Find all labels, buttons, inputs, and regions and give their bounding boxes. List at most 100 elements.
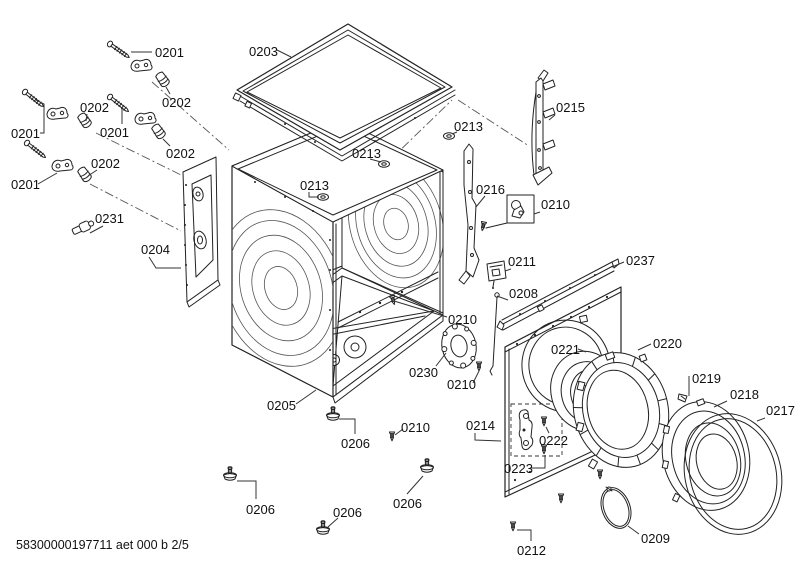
part-callout: 0211 xyxy=(508,254,536,269)
rear-bracket-0215 xyxy=(531,69,556,186)
screw-0212 xyxy=(509,521,517,532)
part-callout: 0209 xyxy=(641,531,670,546)
callout-leader xyxy=(472,370,480,384)
bolt-0201 xyxy=(22,138,48,161)
callout-leader xyxy=(85,113,88,122)
foot-0206 xyxy=(420,458,434,473)
part-callout: 0206 xyxy=(333,505,362,520)
grommet-0202 xyxy=(153,70,172,89)
callout-leader xyxy=(548,114,556,121)
screw-0210 xyxy=(475,361,483,372)
ring-segment-line xyxy=(631,357,636,367)
callout-leader xyxy=(35,99,45,134)
part-callout: 0201 xyxy=(11,177,40,192)
part-callout: 0205 xyxy=(267,398,296,413)
callout-leader xyxy=(533,211,541,215)
part-callout: 0214 xyxy=(466,418,495,433)
part-callout: 0213 xyxy=(454,119,483,134)
part-callout: 0213 xyxy=(352,146,381,161)
top-panel-0203 xyxy=(232,23,453,151)
door-hinge xyxy=(518,409,534,451)
screw-0210 xyxy=(388,431,396,442)
part-callout: 0202 xyxy=(166,146,195,161)
screw-0210 xyxy=(479,220,488,232)
ring-segment-line xyxy=(573,407,583,409)
callout-leader xyxy=(393,300,448,318)
bolt-0201 xyxy=(105,92,131,115)
part-callout: 0210 xyxy=(401,420,430,435)
callout-leader xyxy=(406,475,424,495)
callout-leader xyxy=(87,169,98,177)
callout-leader xyxy=(474,433,502,442)
document-id: 58300000197711 aet 000 b 2/5 xyxy=(16,538,189,552)
plug-0231 xyxy=(71,220,95,235)
part-callout: 0210 xyxy=(541,197,570,212)
part-callout: 0216 xyxy=(476,182,505,197)
pulley xyxy=(343,335,367,359)
ring-segment-line xyxy=(595,447,602,457)
part-callout: 0210 xyxy=(448,312,477,327)
part-callout: 0212 xyxy=(517,543,546,558)
rod-0208 xyxy=(489,292,500,376)
part-callout: 0231 xyxy=(95,211,124,226)
crossbar-0237 xyxy=(496,258,620,331)
callout-leader xyxy=(545,426,550,434)
callout-leader xyxy=(89,225,104,234)
callout-leader xyxy=(435,352,447,367)
outer-door-ring-0217 xyxy=(683,413,783,535)
door-glass-0209 xyxy=(600,486,632,529)
callout-leader xyxy=(327,517,339,528)
callout-leader xyxy=(295,389,317,405)
callout-leader xyxy=(530,455,546,469)
bearing-flange-0230 xyxy=(441,323,477,369)
inner-door-ring-0218 xyxy=(661,398,751,511)
washer-0213 xyxy=(317,193,329,201)
callout-leader xyxy=(496,295,509,301)
callout-leader xyxy=(308,192,319,198)
part-callout: 0221 xyxy=(551,342,580,357)
part-callout: 0201 xyxy=(11,126,40,141)
hinge-detail-box xyxy=(510,403,563,457)
part-callout: 0206 xyxy=(341,436,370,451)
lid-trim xyxy=(239,89,456,162)
callout-leader xyxy=(627,525,640,535)
callout-leader xyxy=(577,348,587,353)
foot-0206 xyxy=(223,466,237,481)
part-callout: 0217 xyxy=(766,403,795,418)
rail-0216 xyxy=(458,143,480,285)
ring-segment-line xyxy=(651,442,659,451)
callout-leader xyxy=(394,428,404,436)
part-callout: 0223 xyxy=(504,461,533,476)
callout-leader xyxy=(165,86,171,95)
part-callout: 0202 xyxy=(80,100,109,115)
callout-leader xyxy=(713,400,728,408)
shipping-bolt-group xyxy=(20,39,172,235)
bracket-0201 xyxy=(134,111,157,125)
part-callout: 0218 xyxy=(730,387,759,402)
part-callout: 0206 xyxy=(393,496,422,511)
part-callout: 0201 xyxy=(100,125,129,140)
ring-segment-line xyxy=(579,429,589,435)
door-ring-0220 xyxy=(557,351,670,504)
callout-leader xyxy=(504,268,512,272)
callout-leader xyxy=(451,131,458,135)
ring-segment-line xyxy=(591,361,598,370)
screw xyxy=(557,493,565,504)
callout-leader xyxy=(276,49,292,58)
part-callout: 0201 xyxy=(155,45,184,60)
ring-segment-line xyxy=(636,454,641,465)
callout-leader xyxy=(339,418,356,434)
part-callout: 0204 xyxy=(141,242,170,257)
part-callout: 0219 xyxy=(692,371,721,386)
part-callout: 0213 xyxy=(300,178,329,193)
ring-segment-line xyxy=(657,398,667,402)
drum-rings-left xyxy=(232,209,333,367)
detail-box-0210 xyxy=(479,194,535,232)
foot-0206 xyxy=(326,406,340,421)
part-callout: 0220 xyxy=(653,336,682,351)
part-callout: 0215 xyxy=(556,100,585,115)
part-callout: 0237 xyxy=(626,253,655,268)
